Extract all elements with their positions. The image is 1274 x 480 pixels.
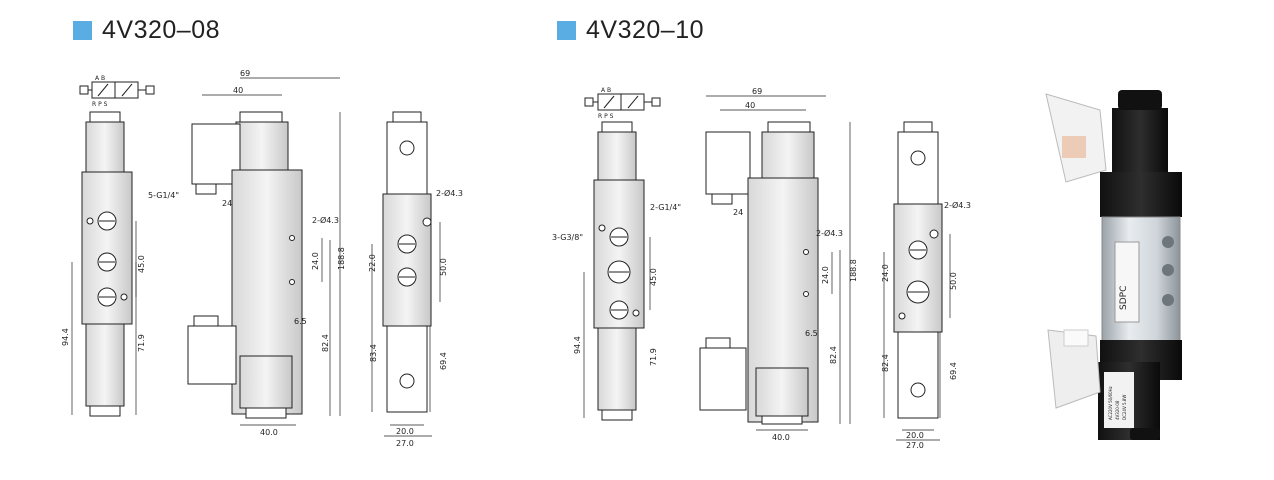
dim-40-bottom: 40.0 [772, 433, 790, 442]
front-view-10 [583, 93, 661, 421]
dim-24: 24.0 [311, 252, 320, 270]
labels-08: A B R P S 5-G1/4" 69 40 24 2-Ø4.3 45.0 2… [61, 69, 463, 448]
title-marker [557, 21, 576, 40]
side-dim-83: 83.4 [369, 344, 378, 362]
photo-label-line-2: 4V320-08 [1115, 400, 1120, 420]
dim-45: 45.0 [137, 255, 146, 273]
dim-6-5: 6.5 [294, 317, 307, 326]
title-marker [73, 21, 92, 40]
symbol-ports-bottom: R P S [598, 113, 614, 120]
port-label: 5-G1/4" [148, 191, 179, 200]
photo-label-line-1: AC220V 50/60Hz [1108, 386, 1113, 420]
symbol-ports-bottom: R P S [92, 101, 108, 108]
side-dim-20: 20.0 [396, 427, 414, 436]
side-dim-27: 27.0 [396, 439, 414, 448]
title-4v320-10: 4V320–10 [557, 16, 704, 45]
dim-188: 188.8 [337, 247, 346, 270]
side-mount-hole: 2-Ø4.3 [944, 200, 971, 210]
dim-188: 188.8 [849, 259, 858, 282]
photo-label-line-3: DC24V 5.8W [1122, 395, 1127, 420]
side-view-08 [187, 77, 341, 426]
valve-symbol [79, 81, 155, 99]
labels-10: A B R P S 2-G1/4" 3-G3/8" 69 40 24 2-Ø4.… [552, 87, 971, 450]
side-dim-20: 20.0 [906, 431, 924, 440]
side-dim-69: 69.4 [439, 352, 448, 370]
side-dim-82: 82.4 [881, 354, 890, 372]
product-photo [1045, 90, 1182, 440]
dim-71: 71.9 [137, 334, 146, 352]
valve-symbol [584, 93, 661, 111]
title-4v320-08: 4V320–08 [73, 16, 220, 45]
dim-82: 82.4 [829, 346, 838, 364]
dim-82: 82.4 [321, 334, 330, 352]
overall-width: 69 [240, 69, 250, 78]
port-label-2: 3-G3/8" [552, 233, 583, 242]
side-mount-hole: 2-Ø4.3 [436, 188, 463, 198]
dim-6-5: 6.5 [805, 329, 818, 338]
title-text: 4V320–10 [586, 16, 705, 44]
symbol-ports-top: A B [601, 87, 611, 94]
dim-45: 45.0 [649, 268, 658, 286]
dim-24: 24.0 [821, 266, 830, 284]
end-view-10 [883, 121, 951, 441]
overall-width: 69 [752, 87, 762, 96]
mount-hole: 2-Ø4.3 [816, 228, 843, 238]
side-view-10 [699, 95, 851, 431]
end-view-08 [371, 111, 441, 437]
photo-brand: SDPC [1119, 286, 1129, 310]
dim-94: 94.4 [573, 336, 582, 354]
side-dim-50: 50.0 [949, 272, 958, 290]
symbol-ports-top: A B [95, 75, 105, 82]
dim-24-small: 24 [733, 208, 743, 217]
side-dim-50: 50.0 [439, 258, 448, 276]
dim-40-bottom: 40.0 [260, 428, 278, 437]
dim-71: 71.9 [649, 348, 658, 366]
title-text: 4V320–08 [102, 16, 221, 44]
dim-94: 94.4 [61, 328, 70, 346]
side-dim-27: 27.0 [906, 441, 924, 450]
side-dim-69: 69.4 [949, 362, 958, 380]
coil-width: 40 [233, 86, 243, 95]
photo-labels: SDPC AC220V 50/60Hz 4V320-08 DC24V 5.8W [1108, 286, 1129, 420]
port-label: 2-G1/4" [650, 203, 681, 212]
side-dim-24: 24.0 [881, 264, 890, 282]
front-view-08 [71, 81, 155, 417]
coil-width: 40 [745, 101, 755, 110]
side-dim-22: 22.0 [368, 254, 377, 272]
dim-24-small: 24 [222, 199, 232, 208]
mount-hole: 2-Ø4.3 [312, 215, 339, 225]
